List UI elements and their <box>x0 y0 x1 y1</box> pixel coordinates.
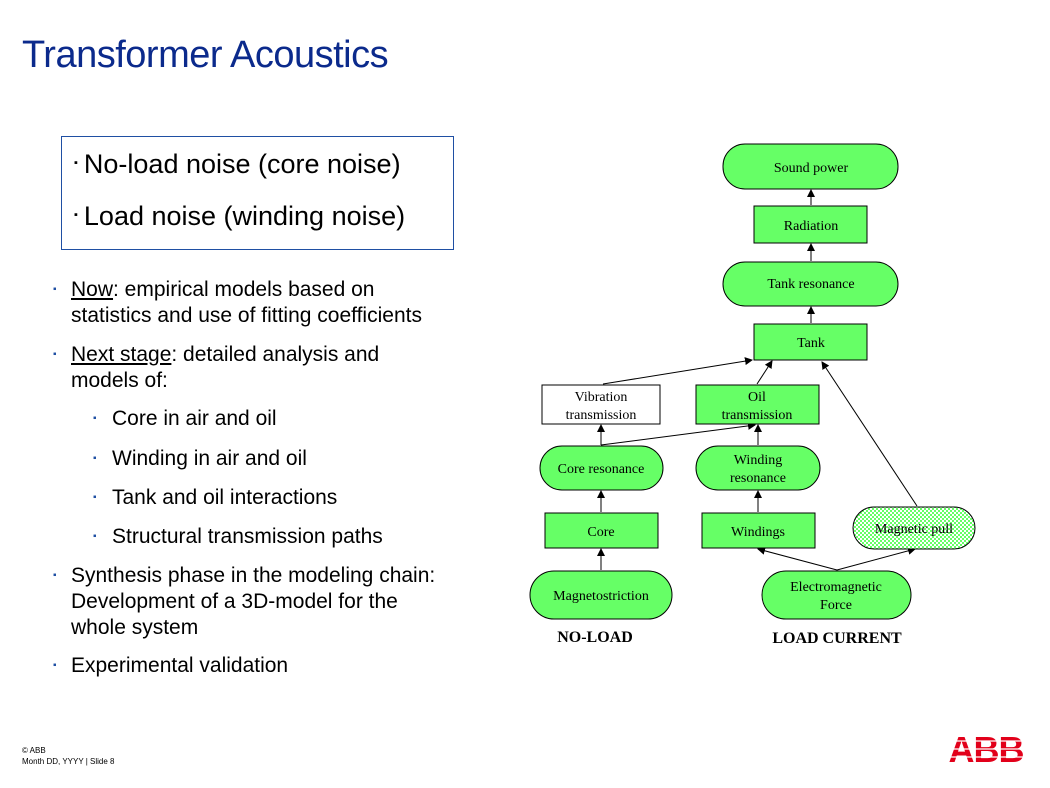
node-oil-transmission: Oil transmission <box>695 384 820 425</box>
bullet-square-icon: ▪ <box>53 349 57 360</box>
bullet-synthesis: ▪ Synthesis phase in the modeling chain:… <box>53 564 436 639</box>
svg-text:Magnetostriction: Magnetostriction <box>553 589 649 604</box>
svg-text:Magnetic pull: Magnetic pull <box>875 522 953 537</box>
sub-bullet: ▪Core in air and oil <box>93 407 277 430</box>
node-electromagnetic-force: Electromagnetic Force <box>761 570 912 620</box>
node-sound-power: Sound power <box>722 143 899 190</box>
abb-logo: ABB <box>948 733 1024 765</box>
svg-text:Core resonance: Core resonance <box>558 462 645 477</box>
arrow-vibration-to-tank <box>602 357 753 385</box>
boxed-bullet: ▪No-load noise (core noise) <box>74 149 401 179</box>
node-magnetic-pull: Magnetic pull <box>852 506 976 550</box>
bullet-square-icon: ▪ <box>93 531 97 542</box>
node-core-resonance: Core resonance <box>539 445 664 491</box>
slide-footer: © ABB Month DD, YYYY | Slide 8 <box>22 746 115 766</box>
svg-text:Tank: Tank <box>797 336 825 351</box>
svg-text:Oil: Oil <box>748 390 766 405</box>
bullet-validation: ▪Experimental validation <box>53 654 289 677</box>
bullet-square-icon: ▪ <box>53 284 57 295</box>
sub-bullet: ▪Winding in air and oil <box>93 447 307 470</box>
svg-text:transmission: transmission <box>566 408 637 423</box>
node-tank-resonance: Tank resonance <box>722 261 899 307</box>
arrow-core-res-to-oil <box>600 421 756 446</box>
bullet-now: ▪ Now: empirical models based on statist… <box>53 278 422 327</box>
node-core: Core <box>544 512 659 549</box>
bullet-next-stage: ▪ Next stage: detailed analysis and mode… <box>53 343 380 392</box>
node-vibration-transmission: Vibration transmission <box>541 384 661 425</box>
sub-bullet: ▪Tank and oil interactions <box>93 486 338 509</box>
bullet-square-icon: ▪ <box>53 570 57 581</box>
bullet-square-icon: ▪ <box>74 156 78 169</box>
svg-text:Windings: Windings <box>731 525 785 540</box>
svg-text:Tank resonance: Tank resonance <box>767 277 854 292</box>
slide-title: Transformer Acoustics <box>22 34 389 76</box>
bullet-square-icon: ▪ <box>93 453 97 464</box>
arrow-oil-to-tank <box>756 360 773 385</box>
svg-text:transmission: transmission <box>722 408 793 423</box>
svg-text:Force: Force <box>820 598 852 613</box>
bullet-square-icon: ▪ <box>93 413 97 424</box>
arrow-force-to-windings <box>757 546 838 571</box>
label-no-load: NO-LOAD <box>557 629 633 646</box>
noise-types-box: ▪No-load noise (core noise) ▪Load noise … <box>61 136 454 250</box>
arrow-magnetic-pull-to-tank <box>821 361 918 507</box>
label-load-current: LOAD CURRENT <box>772 630 902 647</box>
node-tank: Tank <box>753 323 868 361</box>
connectors <box>597 189 918 571</box>
node-winding-resonance: Winding resonance <box>695 445 821 491</box>
bullet-square-icon: ▪ <box>74 208 78 221</box>
bullet-square-icon: ▪ <box>93 492 97 503</box>
svg-text:Radiation: Radiation <box>784 219 838 234</box>
svg-text:Electromagnetic: Electromagnetic <box>790 580 882 595</box>
boxed-bullet: ▪Load noise (winding noise) <box>74 201 406 231</box>
svg-text:resonance: resonance <box>730 471 786 486</box>
node-windings: Windings <box>701 512 816 549</box>
svg-text:Winding: Winding <box>734 453 782 468</box>
node-magnetostriction: Magnetostriction <box>529 570 673 620</box>
bullet-square-icon: ▪ <box>53 660 57 671</box>
svg-text:Core: Core <box>587 525 614 540</box>
svg-text:Sound power: Sound power <box>774 161 849 176</box>
arrow-force-to-magnetic-pull <box>836 546 916 571</box>
node-radiation: Radiation <box>753 205 868 244</box>
svg-text:Vibration: Vibration <box>575 390 628 405</box>
sub-bullet: ▪Structural transmission paths <box>93 525 383 548</box>
